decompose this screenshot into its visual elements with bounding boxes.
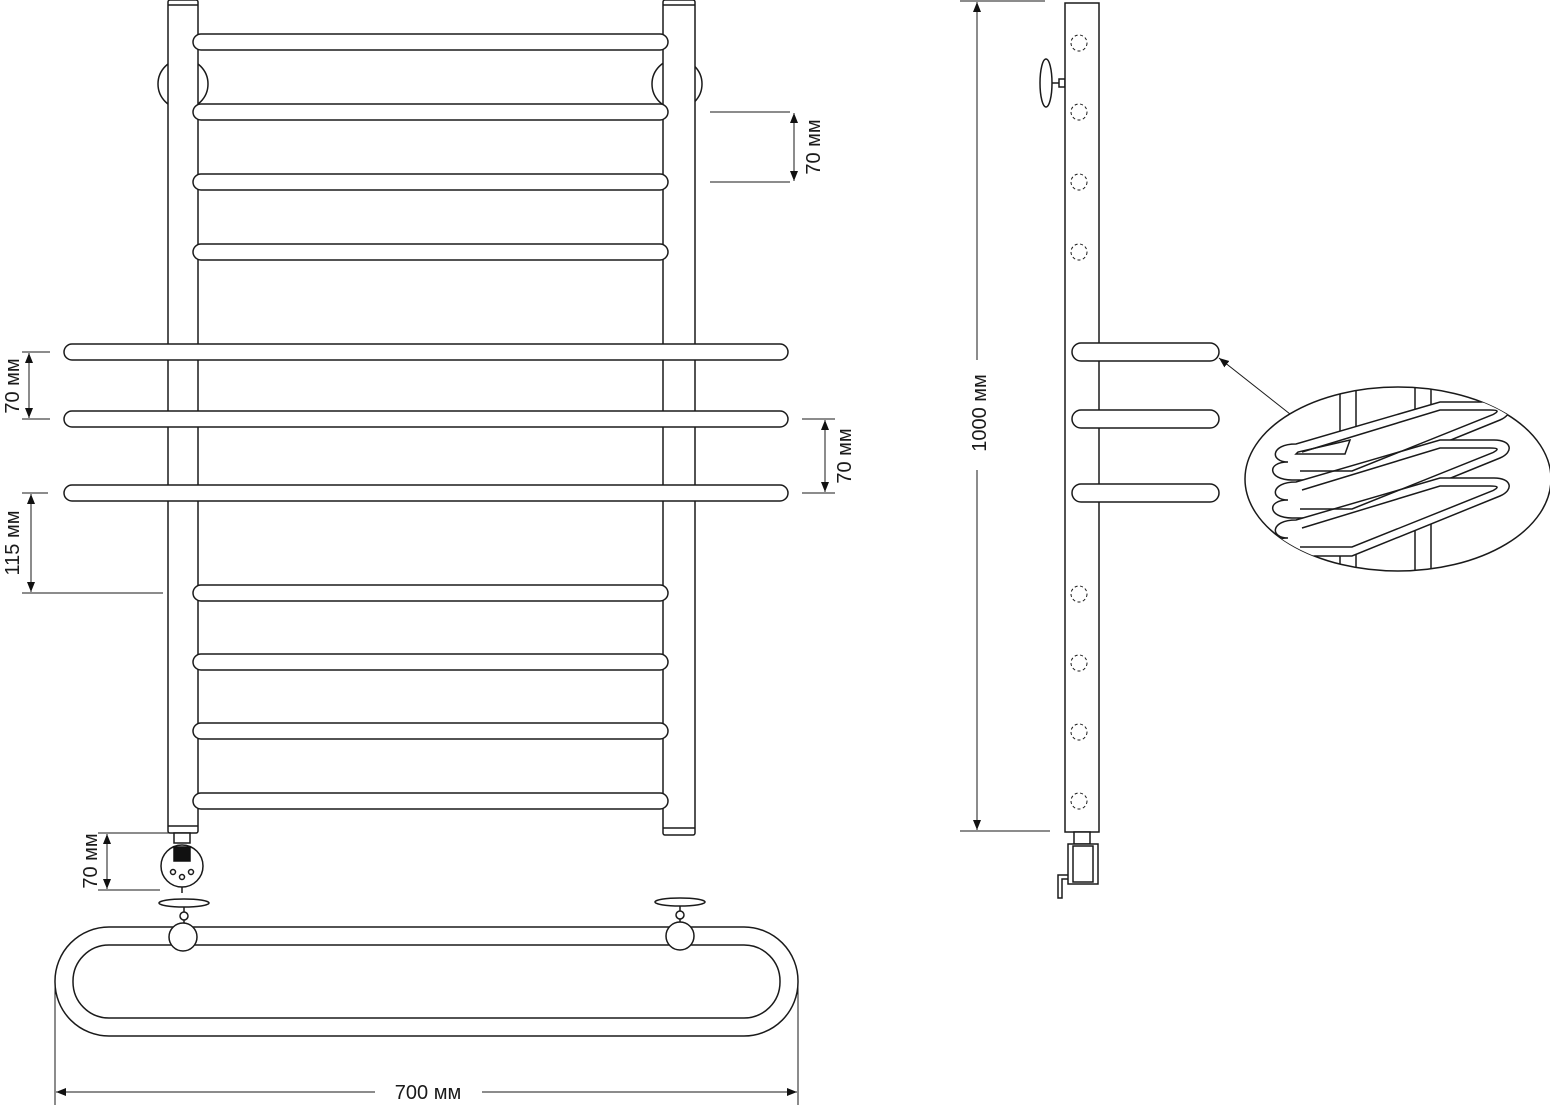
rung [192,33,669,51]
height-dimension [960,0,1050,832]
rung [192,173,669,191]
dim-label-heater-offset: 70 мм [80,833,102,888]
rung [192,792,669,810]
dim-label-width: 700 мм [395,1082,461,1104]
dim-label-shelf-gap: 115 мм [2,511,24,576]
rung [192,584,669,602]
dim-label-shelf-spacing-right: 70 мм [834,428,856,483]
detail-leader [1218,357,1291,415]
top-view [54,897,799,1037]
side-shelf [1071,409,1220,429]
width-dimension [54,982,799,1105]
shelf-outline-inner [72,944,781,1019]
front-dimensions [22,111,835,891]
top-mount-right [654,897,706,951]
rung [192,103,669,121]
dim-label-height: 1000 мм [969,374,991,452]
rung [192,243,669,261]
top-mount-left [158,898,210,952]
side-shelf [1071,342,1220,362]
shelf-bar [63,343,789,361]
shelf-bar [63,484,789,502]
side-view [1039,2,1220,899]
shelf-bar [63,410,789,428]
detail-view [1244,386,1550,572]
dim-label-top-spacing: 70 мм [803,119,825,174]
dim-label-shelf-spacing-left: 70 мм [2,358,24,413]
rung [192,653,669,671]
front-view [63,0,789,893]
lower-rungs [192,584,669,810]
shelves [63,343,789,502]
hidden-rung-ends [1070,34,1088,810]
heater-control [160,832,204,893]
side-heater [1057,831,1099,899]
side-wall-mount [1039,58,1066,108]
rung [192,722,669,740]
side-shelf [1071,483,1220,503]
upper-rungs [192,33,669,261]
